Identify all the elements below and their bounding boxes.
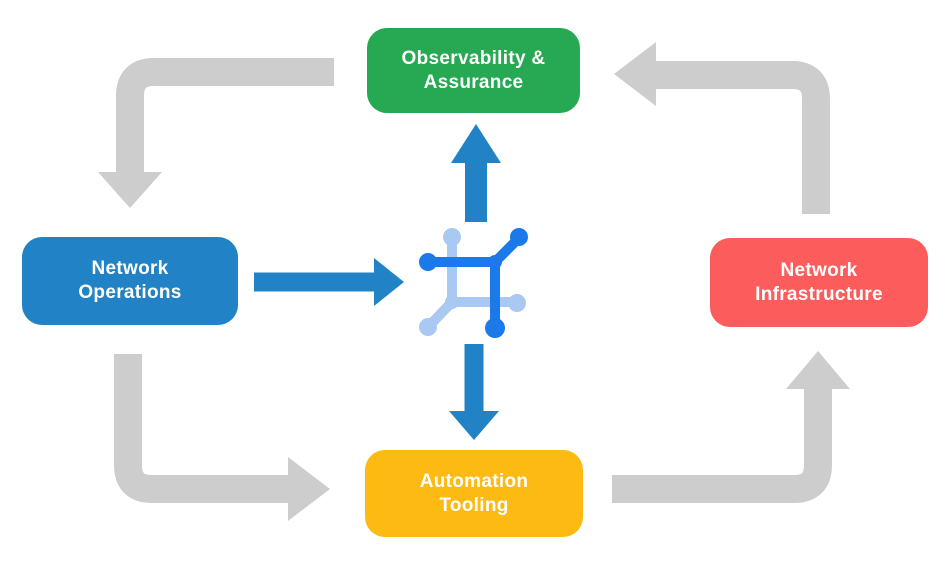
node-label-line: Observability & (401, 47, 546, 69)
arrow-center-to-observability (451, 124, 501, 222)
node-network-infrastructure: Network Infrastructure (710, 238, 928, 327)
node-label-line: Automation (419, 470, 529, 492)
arrow-operations-to-center (254, 258, 404, 306)
node-label-line: Tooling (439, 494, 509, 516)
node-label-line: Operations (78, 282, 182, 303)
node-automation-tooling: Automation Tooling (365, 450, 583, 537)
arrow-center-to-tooling (449, 344, 499, 440)
arrow-operations-to-tooling (114, 354, 330, 521)
node-label-line: Network (91, 258, 169, 279)
arrow-tooling-to-infrastructure (612, 351, 850, 503)
network-automation-icon (419, 228, 528, 338)
node-label-line: Assurance (423, 71, 524, 93)
node-network-operations: Network Operations (22, 237, 238, 325)
node-label-line: Network (780, 259, 858, 281)
arrow-infrastructure-to-observability (614, 42, 830, 214)
arrow-observability-to-operations (98, 58, 334, 208)
node-observability-assurance: Observability & Assurance (367, 28, 580, 113)
node-label-line: Infrastructure (755, 283, 883, 305)
